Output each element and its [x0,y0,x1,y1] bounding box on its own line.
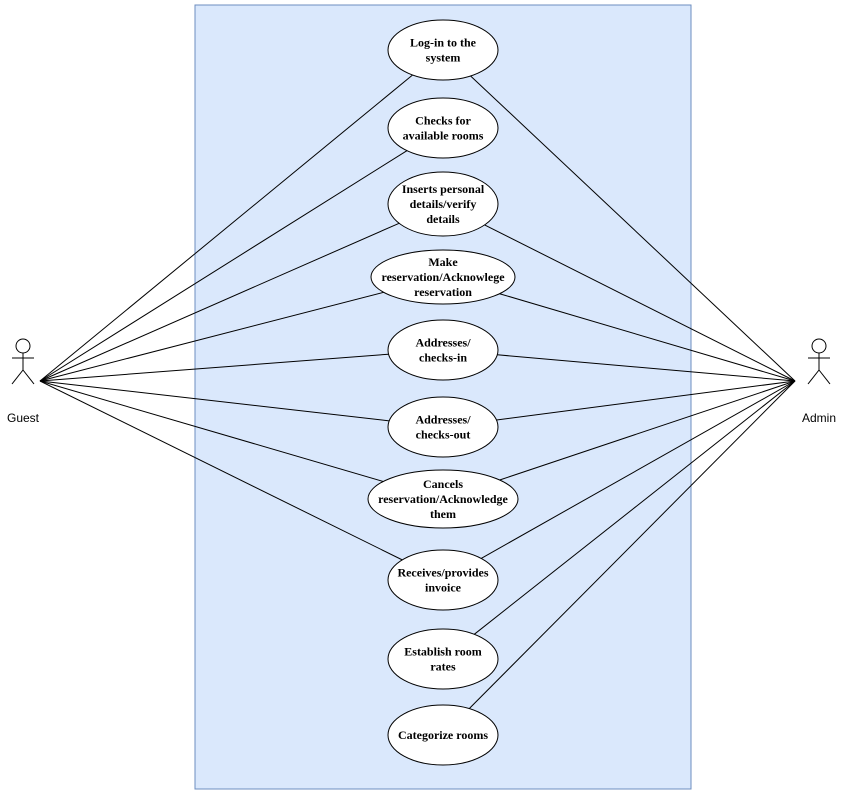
guest-association-check-rooms [39,150,408,382]
use-case-label-line: rates [430,660,456,674]
admin-association-cancel-reservation [499,380,796,481]
use-case-ellipse [387,171,499,237]
use-case-label-line: Establish room [404,645,481,659]
use-case-categorize-rooms[interactable]: Categorize rooms [387,704,499,766]
guest-stick-figure-icon [11,338,35,385]
admin-actor[interactable]: Admin [802,338,836,425]
use-case-label-line: Log-in to the [410,36,477,50]
use-case-ellipse [387,19,499,81]
admin-association-login [470,75,796,382]
use-case-label-line: reservation/Acknowledge [378,492,508,506]
admin-stick-figure-icon [807,338,831,385]
guest-association-personal-details [39,222,400,382]
guest-label: Guest [7,411,40,425]
use-case-label-line: checks-out [416,428,471,442]
use-case-label-line: details/verify [410,197,477,211]
admin-association-check-in [497,354,796,382]
guest-association-check-in [39,353,389,382]
use-case-label-line: Addresses/ [415,413,471,427]
use-case-label-line: Inserts personal [402,182,485,196]
guest-association-login [39,74,413,382]
admin-association-categorize-rooms [468,380,796,709]
associations [39,74,796,709]
admin-label: Admin [802,411,836,425]
use-case-ellipse [387,549,499,611]
use-case-label-line: details [426,212,460,226]
use-case-ellipse [387,704,499,766]
use-case-label-line: available rooms [403,129,484,143]
use-case-ellipse [367,469,519,529]
use-case-label-line: Categorize rooms [398,728,488,742]
guest-association-check-out [39,380,390,422]
guest-association-cancel-reservation [39,380,384,482]
use-case-check-out[interactable]: Addresses/checks-out [387,396,499,458]
use-case-label: Addresses/checks-in [415,336,471,365]
guest-association-make-reservation [39,291,384,382]
admin-association-check-out [496,380,796,421]
use-case-label-line: Addresses/ [415,336,471,350]
admin-association-room-rates [473,380,796,635]
use-case-check-in[interactable]: Addresses/checks-in [387,319,499,381]
use-case-ellipse [387,396,499,458]
use-case-ellipse [387,97,499,159]
use-case-label-line: system [426,51,461,65]
guest-association-invoice [39,380,403,561]
use-case-label-line: Cancels [423,477,463,491]
admin-association-invoice [480,380,796,559]
guest-actor[interactable]: Guest [7,338,40,425]
admin-association-make-reservation [499,293,796,382]
use-case-label-line: Make [428,255,458,269]
use-case-label-line: reservation/Acknowlege [381,270,505,284]
use-case-label-line: reservation [414,285,472,299]
use-case-label-line: checks-in [419,351,467,365]
use-case-label-line: Receives/provides [397,566,488,580]
use-case-ellipse [387,319,499,381]
use-case-label: Categorize rooms [398,728,488,742]
admin-association-personal-details [484,224,796,382]
use-case-label-line: them [430,507,456,521]
use-case-label: Addresses/checks-out [415,413,471,442]
use-case-ellipse [387,628,499,690]
use-case-label-line: invoice [425,581,462,595]
use-case-label-line: Checks for [415,114,471,128]
use-case-ellipse [370,249,516,305]
